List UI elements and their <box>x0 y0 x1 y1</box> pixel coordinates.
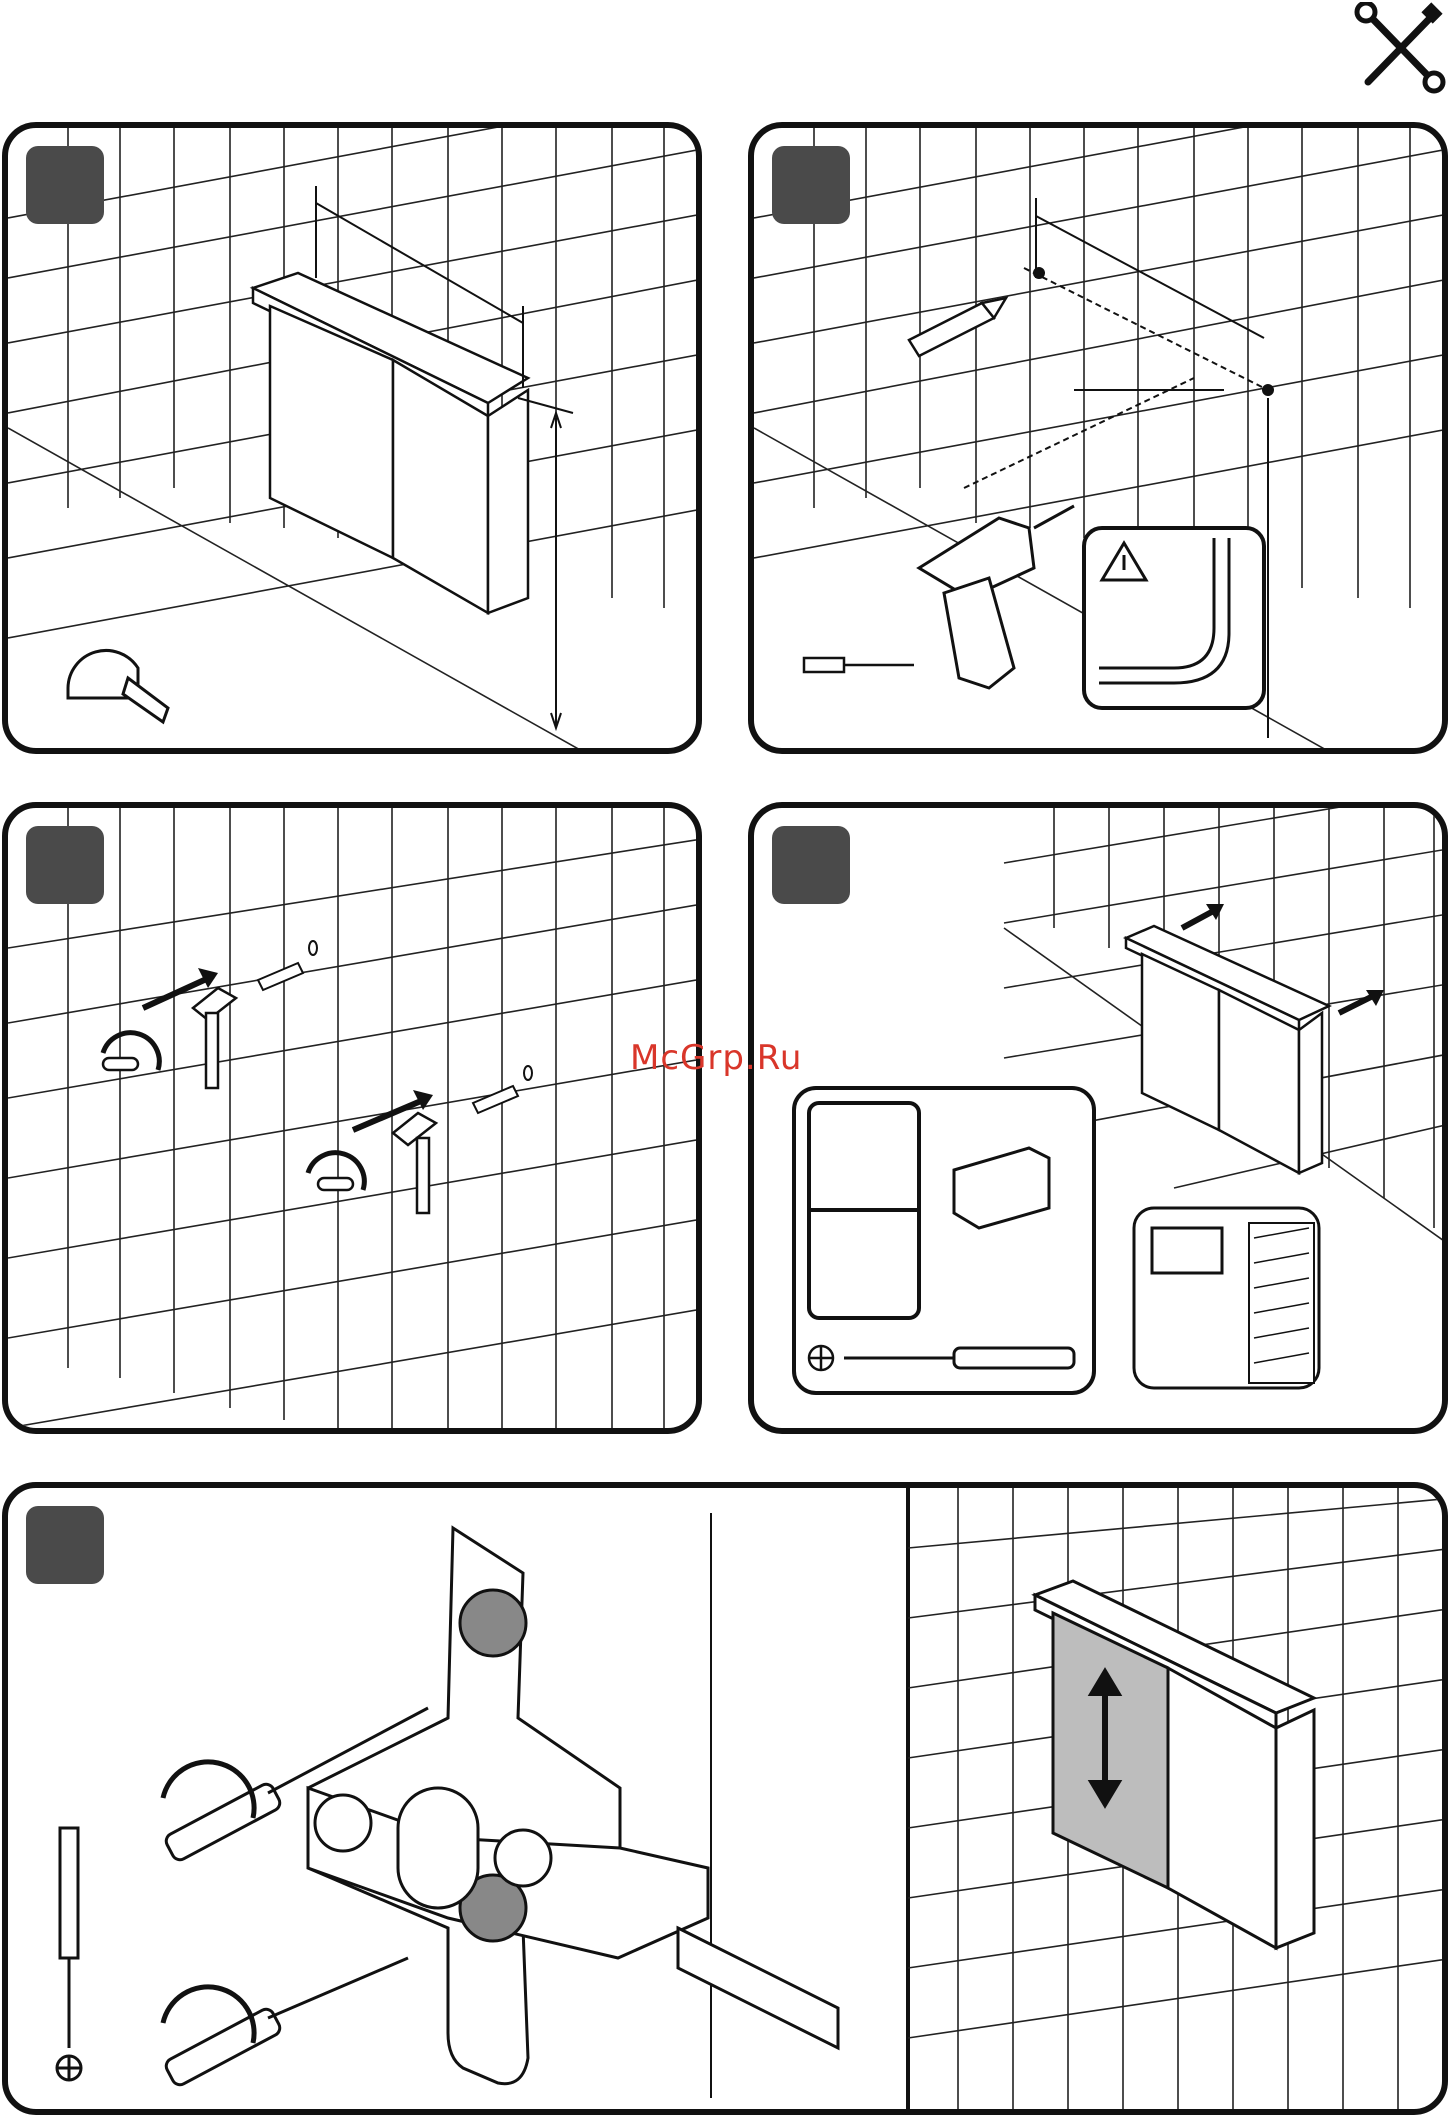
step-badge-2 <box>772 146 850 224</box>
wall-plug-icon <box>258 941 532 1113</box>
step-badge-5 <box>26 1506 104 1584</box>
step-badge-3 <box>26 826 104 904</box>
watermark: McGrp.Ru <box>630 1038 802 1078</box>
screw-hook-icon <box>103 1058 353 1190</box>
pencil-icon <box>909 298 1006 356</box>
tape-measure-icon <box>68 650 168 722</box>
step-2-illustration <box>754 128 1448 754</box>
step-4-illustration <box>754 808 1448 1434</box>
step-badge-4 <box>772 826 850 904</box>
cabinet-icon <box>253 273 528 613</box>
hinge-icon <box>308 1528 838 2084</box>
warning-icon <box>1084 528 1264 708</box>
step-2-panel <box>748 122 1448 754</box>
step-4-panel <box>748 802 1448 1434</box>
rotate-arrow-icon <box>103 1033 364 1190</box>
step-3-illustration <box>8 808 702 1434</box>
phillips-icon <box>809 1346 833 1370</box>
step-5-illustration <box>8 1488 1448 2115</box>
drill-bit-icon <box>804 658 914 672</box>
cabinet-icon <box>1126 926 1329 1173</box>
wrench-screwdriver-icon <box>1352 2 1448 94</box>
step-badge-1 <box>26 146 104 224</box>
step-5-panel <box>2 1482 1448 2115</box>
step-1-panel <box>2 122 702 754</box>
step-3-panel <box>2 802 702 1434</box>
step-1-illustration <box>8 128 702 754</box>
cabinet-icon <box>1035 1581 1314 1948</box>
